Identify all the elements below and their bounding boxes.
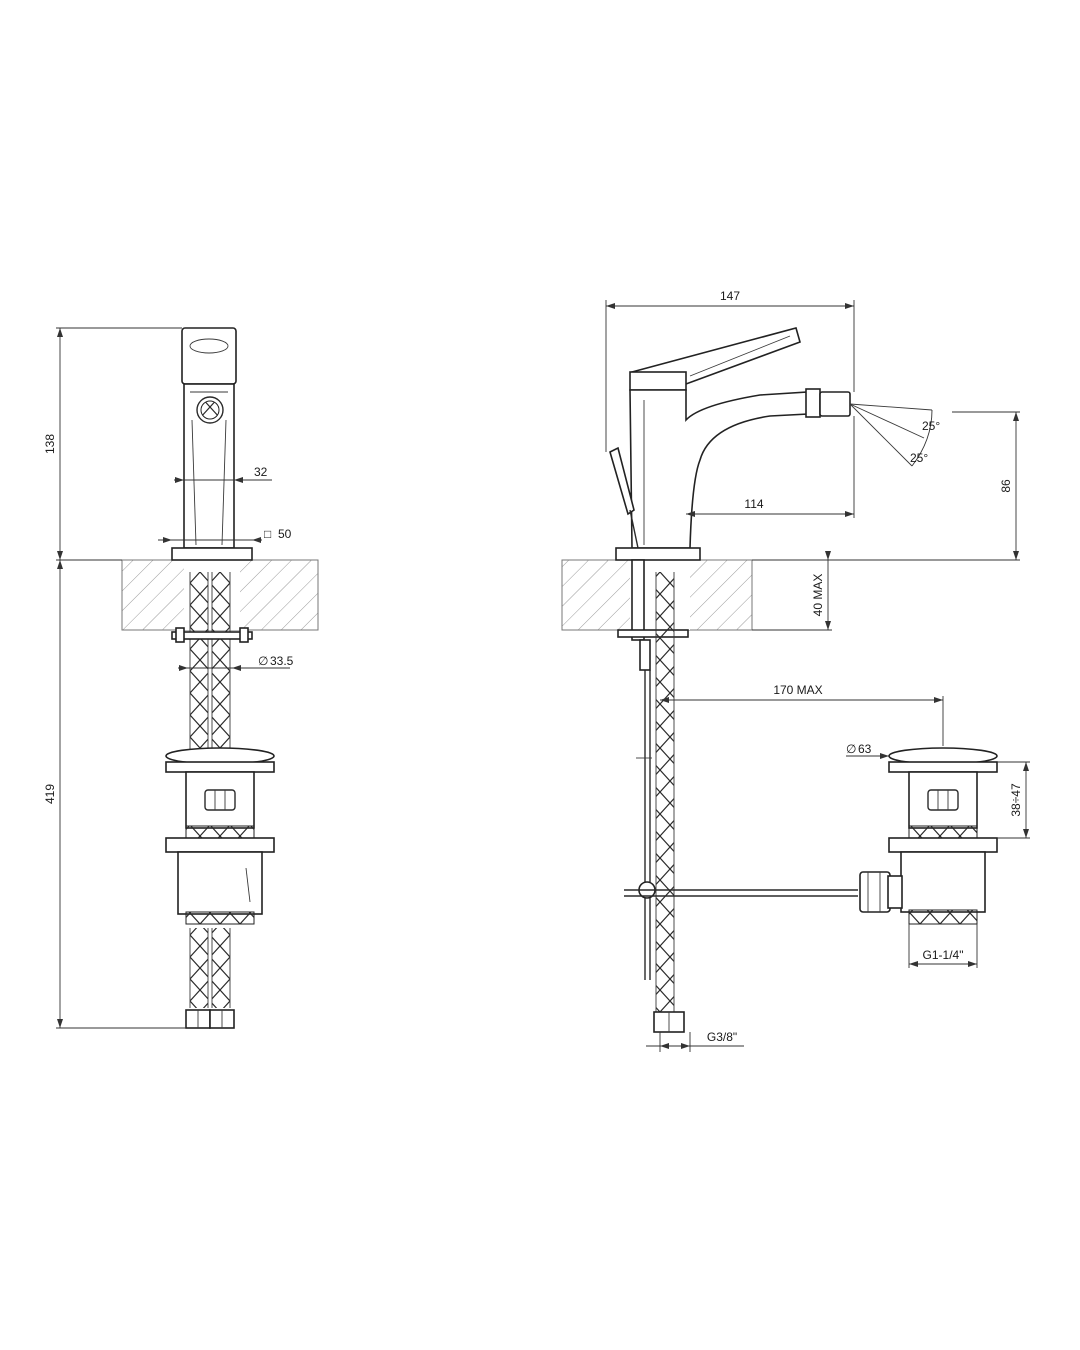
square-symbol: □ bbox=[264, 527, 271, 541]
dim-base-square: □ 50 bbox=[158, 527, 292, 543]
dim-label-40-max: 40 MAX bbox=[811, 574, 825, 617]
dim-label-170-max: 170 MAX bbox=[773, 683, 822, 697]
dim-label-147: 147 bbox=[720, 289, 740, 303]
dim-hose-thread: G3/8" bbox=[646, 1030, 744, 1052]
dim-overall-length: 147 bbox=[605, 289, 855, 452]
side-view: 25° 25° bbox=[561, 289, 1030, 1052]
dim-waste-diameter: ∅ 63 bbox=[846, 742, 889, 759]
dim-spout-width: 32 bbox=[174, 465, 272, 483]
dim-label-138: 138 bbox=[43, 434, 57, 454]
dim-label-32: 32 bbox=[254, 465, 268, 479]
side-waste-body bbox=[908, 771, 978, 829]
dim-height-total: 419 bbox=[43, 560, 186, 1029]
dim-waste-height: 38÷47 bbox=[997, 761, 1030, 839]
front-fixing-plate bbox=[171, 631, 253, 640]
front-waste-flange bbox=[165, 837, 275, 853]
dim-label-50: 50 bbox=[278, 527, 292, 541]
dim-label-33-5: 33.5 bbox=[270, 654, 294, 668]
side-pop-up-rod bbox=[609, 446, 635, 516]
dim-label-g1-1-4: G1-1/4" bbox=[923, 948, 964, 962]
dim-shank-diameter: ∅ 33.5 bbox=[178, 654, 294, 671]
dim-label-angle-up: 25° bbox=[922, 419, 940, 433]
dim-spout-height: 86 bbox=[752, 411, 1020, 561]
dim-rod-length: 170 MAX bbox=[660, 683, 944, 746]
dim-label-angle-down: 25° bbox=[910, 451, 928, 465]
dim-height-top: 138 bbox=[43, 327, 182, 561]
side-waste-linkage-nut bbox=[859, 871, 891, 913]
dim-label-86: 86 bbox=[999, 479, 1013, 493]
front-view: 138 419 32 □ 50 ∅ 33.5 bbox=[43, 327, 319, 1029]
side-fixing-plate bbox=[617, 629, 689, 638]
dim-waste-thread: G1-1/4" bbox=[908, 924, 978, 968]
dim-deck-thickness: 40 MAX bbox=[752, 551, 832, 631]
front-hose-left bbox=[190, 572, 208, 752]
front-nozzle-icon bbox=[196, 396, 224, 424]
front-waste-body bbox=[185, 771, 255, 829]
dim-label-38-47: 38÷47 bbox=[1009, 783, 1023, 817]
dim-label-g3-8: G3/8" bbox=[707, 1030, 737, 1044]
diameter-symbol-1: ∅ bbox=[258, 654, 268, 668]
front-tap-base bbox=[171, 547, 253, 561]
front-hose-right bbox=[212, 572, 230, 752]
front-tap-head bbox=[181, 327, 237, 385]
diameter-symbol-2: ∅ bbox=[846, 742, 856, 756]
dim-label-114: 114 bbox=[744, 497, 763, 511]
dim-label-63: 63 bbox=[858, 742, 872, 756]
side-waste-flange bbox=[888, 837, 998, 853]
dim-label-419: 419 bbox=[43, 784, 57, 804]
side-tap-body bbox=[629, 389, 809, 549]
side-tap-base bbox=[615, 547, 701, 561]
side-spray-head bbox=[805, 388, 821, 418]
side-hose bbox=[656, 572, 674, 1012]
side-tap-head bbox=[629, 371, 687, 391]
dim-spout-reach: 114 bbox=[686, 416, 855, 518]
